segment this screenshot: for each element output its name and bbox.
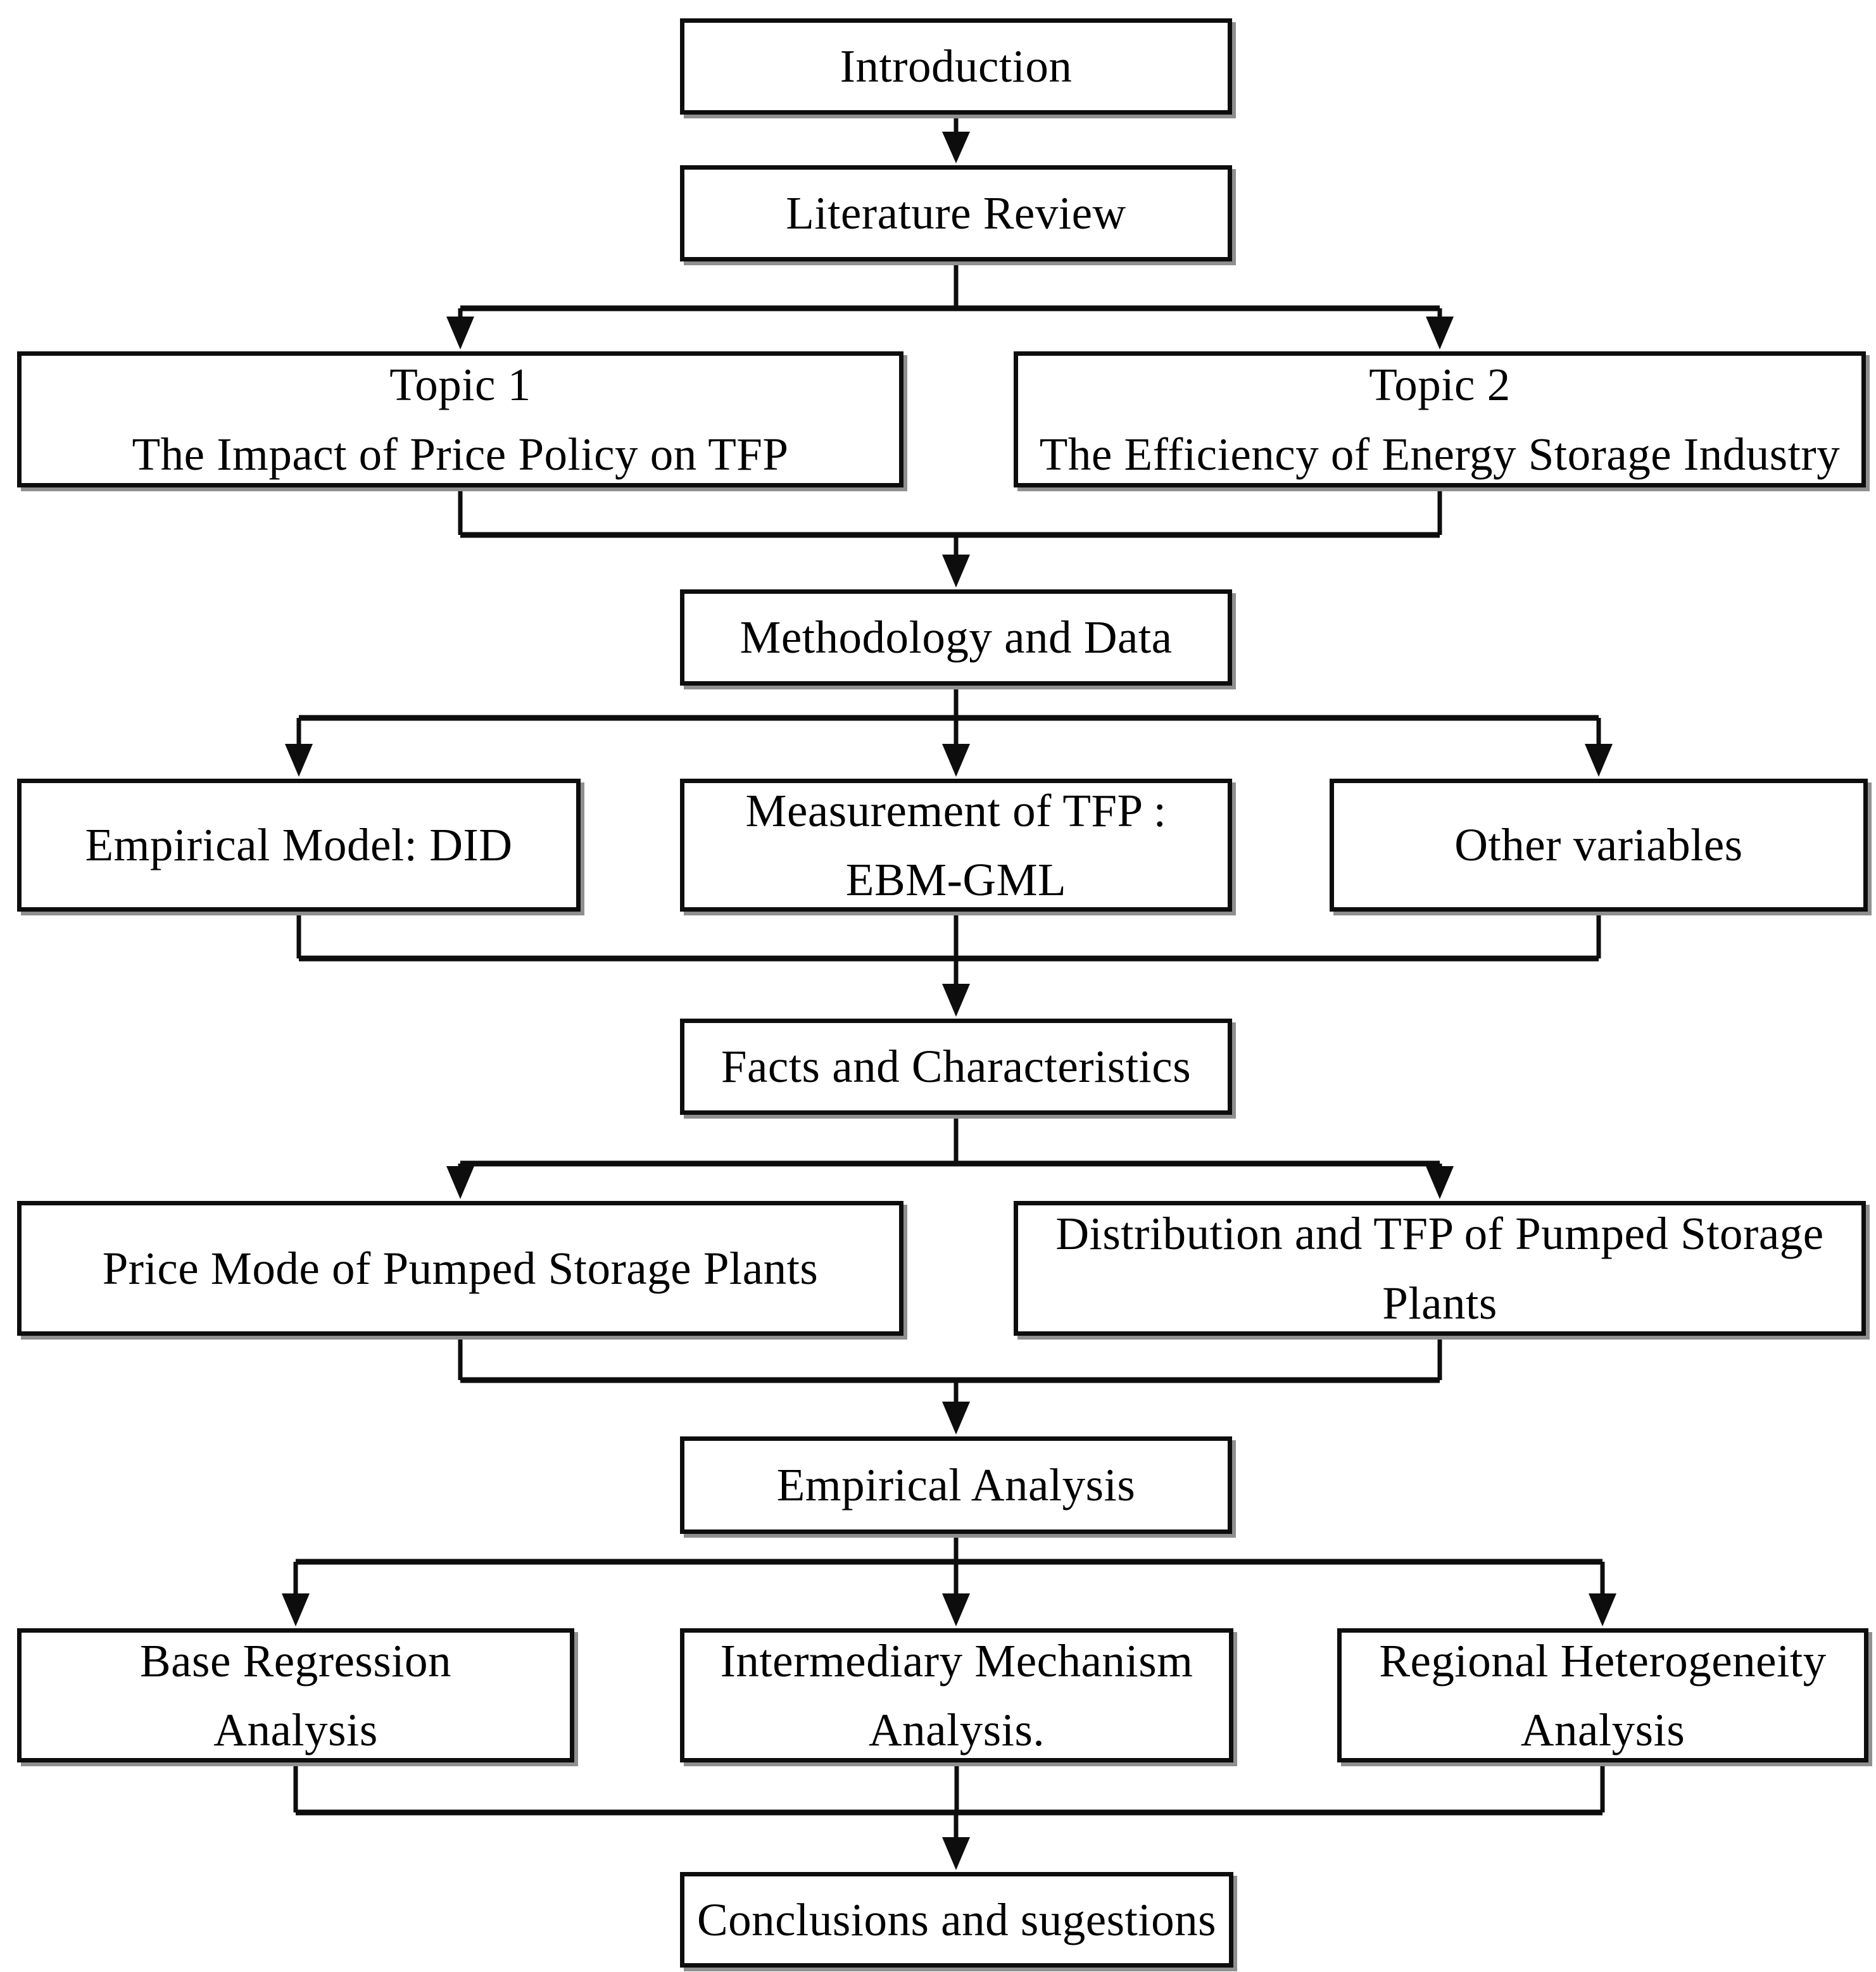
node-topic1: Topic 1 The Impact of Price Policy on TF… (17, 351, 903, 487)
arrowhead-icon (942, 1837, 970, 1870)
arrowhead-icon (1426, 1166, 1454, 1199)
node-introduction: Introduction (680, 18, 1232, 115)
arrowhead-icon (285, 744, 313, 777)
node-literature-review: Literature Review (680, 165, 1232, 261)
node-regional-heterogeneity-analysis: Regional Heterogeneity Analysis (1337, 1628, 1868, 1762)
node-measurement-label: Measurement of TFP : EBM-GML (745, 784, 1167, 906)
arrowhead-icon (446, 1166, 474, 1199)
node-empirical-model-did: Empirical Model: DID (17, 779, 581, 912)
node-intermediary-mechanism-analysis: Intermediary Mechanism Analysis. (680, 1628, 1233, 1762)
node-base-regression-analysis: Base Regression Analysis (17, 1628, 574, 1762)
arrowhead-icon (282, 1593, 310, 1626)
node-facts-label: Facts and Characteristics (721, 1041, 1192, 1093)
arrowhead-icon (446, 317, 474, 349)
node-conclusions-and-sugestions: Conclusions and sugestions (680, 1872, 1233, 1968)
arrowhead-icon (942, 132, 970, 163)
connector-facts-pair (446, 1115, 1454, 1199)
connector-methodology-methods (285, 686, 1613, 777)
node-topic1-label: Topic 1 The Impact of Price Policy on TF… (132, 359, 789, 480)
node-introduction-label: Introduction (840, 41, 1073, 92)
connector-introduction-literature (942, 115, 970, 163)
node-distribution-and-tfp: Distribution and TFP of Pumped Storage P… (1014, 1201, 1866, 1336)
node-conclusions-label: Conclusions and sugestions (696, 1893, 1217, 1945)
node-intermediary-label: Intermediary Mechanism Analysis. (720, 1635, 1193, 1756)
node-other-variables: Other variables (1330, 779, 1868, 912)
node-facts-and-characteristics: Facts and Characteristics (680, 1019, 1232, 1115)
node-distribution-label: Distribution and TFP of Pumped Storage P… (1055, 1208, 1824, 1329)
arrowhead-icon (942, 1593, 970, 1626)
arrowhead-icon (1426, 317, 1454, 349)
node-empirical-model-label: Empirical Model: DID (85, 819, 513, 871)
node-price-mode: Price Mode of Pumped Storage Plants (17, 1201, 903, 1336)
arrowhead-icon (1585, 744, 1613, 777)
node-regional-label: Regional Heterogeneity Analysis (1379, 1635, 1827, 1756)
node-measurement-of-tfp: Measurement of TFP : EBM-GML (680, 779, 1232, 912)
node-base-regression-label: Base Regression Analysis (139, 1635, 452, 1756)
arrowhead-icon (1589, 1593, 1616, 1626)
node-empirical-analysis-label: Empirical Analysis (776, 1459, 1136, 1511)
arrowhead-icon (942, 1402, 970, 1435)
connector-analyses-conclusions (293, 1762, 1605, 1870)
connector-pair-empirical (458, 1336, 1442, 1435)
node-methodology-and-data: Methodology and Data (680, 589, 1232, 686)
arrowhead-icon (942, 984, 970, 1017)
node-literature-review-label: Literature Review (786, 187, 1126, 239)
node-topic2-label: Topic 2 The Efficiency of Energy Storage… (1039, 359, 1841, 480)
connector-literature-topics (446, 261, 1454, 349)
node-price-mode-label: Price Mode of Pumped Storage Plants (102, 1242, 819, 1294)
connector-topics-methodology (458, 487, 1442, 587)
connector-methods-facts (296, 912, 1601, 1017)
arrowhead-icon (942, 744, 970, 777)
node-topic2: Topic 2 The Efficiency of Energy Storage… (1014, 351, 1866, 487)
arrowhead-icon (942, 555, 970, 587)
node-other-variables-label: Other variables (1454, 819, 1743, 871)
node-methodology-label: Methodology and Data (740, 612, 1173, 663)
node-empirical-analysis: Empirical Analysis (680, 1436, 1232, 1534)
connector-empirical-analyses (282, 1534, 1616, 1626)
